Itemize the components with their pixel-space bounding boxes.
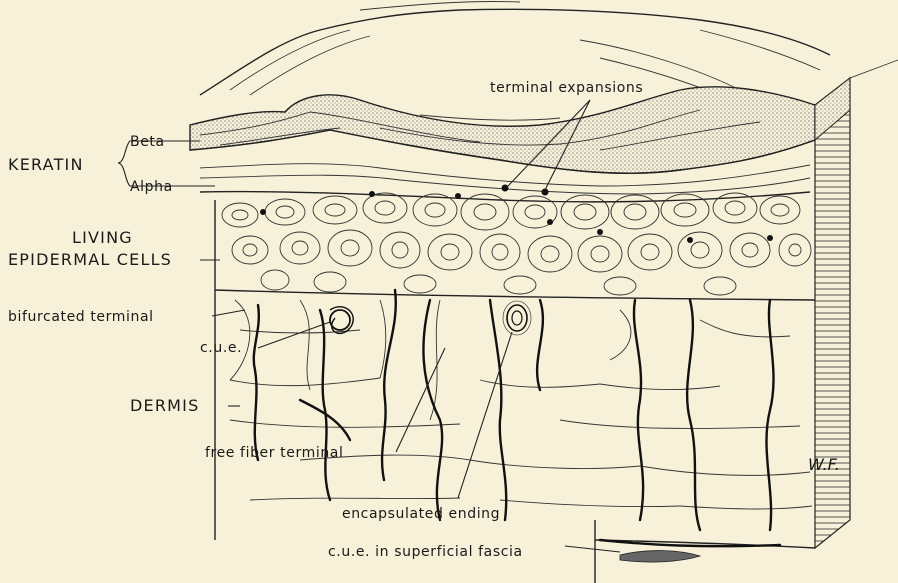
keratin-label: KERATIN	[8, 155, 84, 174]
living-label: LIVING	[72, 228, 133, 247]
dermis-label: DERMIS	[130, 396, 199, 415]
fascia-cue	[620, 551, 700, 563]
cue-label: c.u.e.	[200, 340, 242, 356]
cue-ending	[330, 307, 353, 334]
tissue-block-side	[815, 60, 898, 548]
encapsulated-ending	[503, 301, 531, 335]
epidermal-cell-layer	[215, 185, 815, 301]
cue-superficial-fascia-label: c.u.e. in superficial fascia	[328, 544, 523, 560]
alpha-label: Alpha	[130, 179, 173, 195]
bifurcated-terminal-label: bifurcated terminal	[8, 309, 154, 325]
dermis-layer	[215, 290, 815, 583]
leader-lines	[118, 100, 620, 552]
artist-signature: W.F.	[808, 455, 840, 474]
encapsulated-ending-label: encapsulated ending	[342, 506, 500, 522]
terminal-expansions-label: terminal expansions	[490, 80, 643, 96]
free-fiber-terminal-label: free fiber terminal	[205, 445, 343, 461]
beta-label: Beta	[130, 134, 165, 150]
epidermal-cells-label: EPIDERMAL CELLS	[8, 250, 172, 269]
